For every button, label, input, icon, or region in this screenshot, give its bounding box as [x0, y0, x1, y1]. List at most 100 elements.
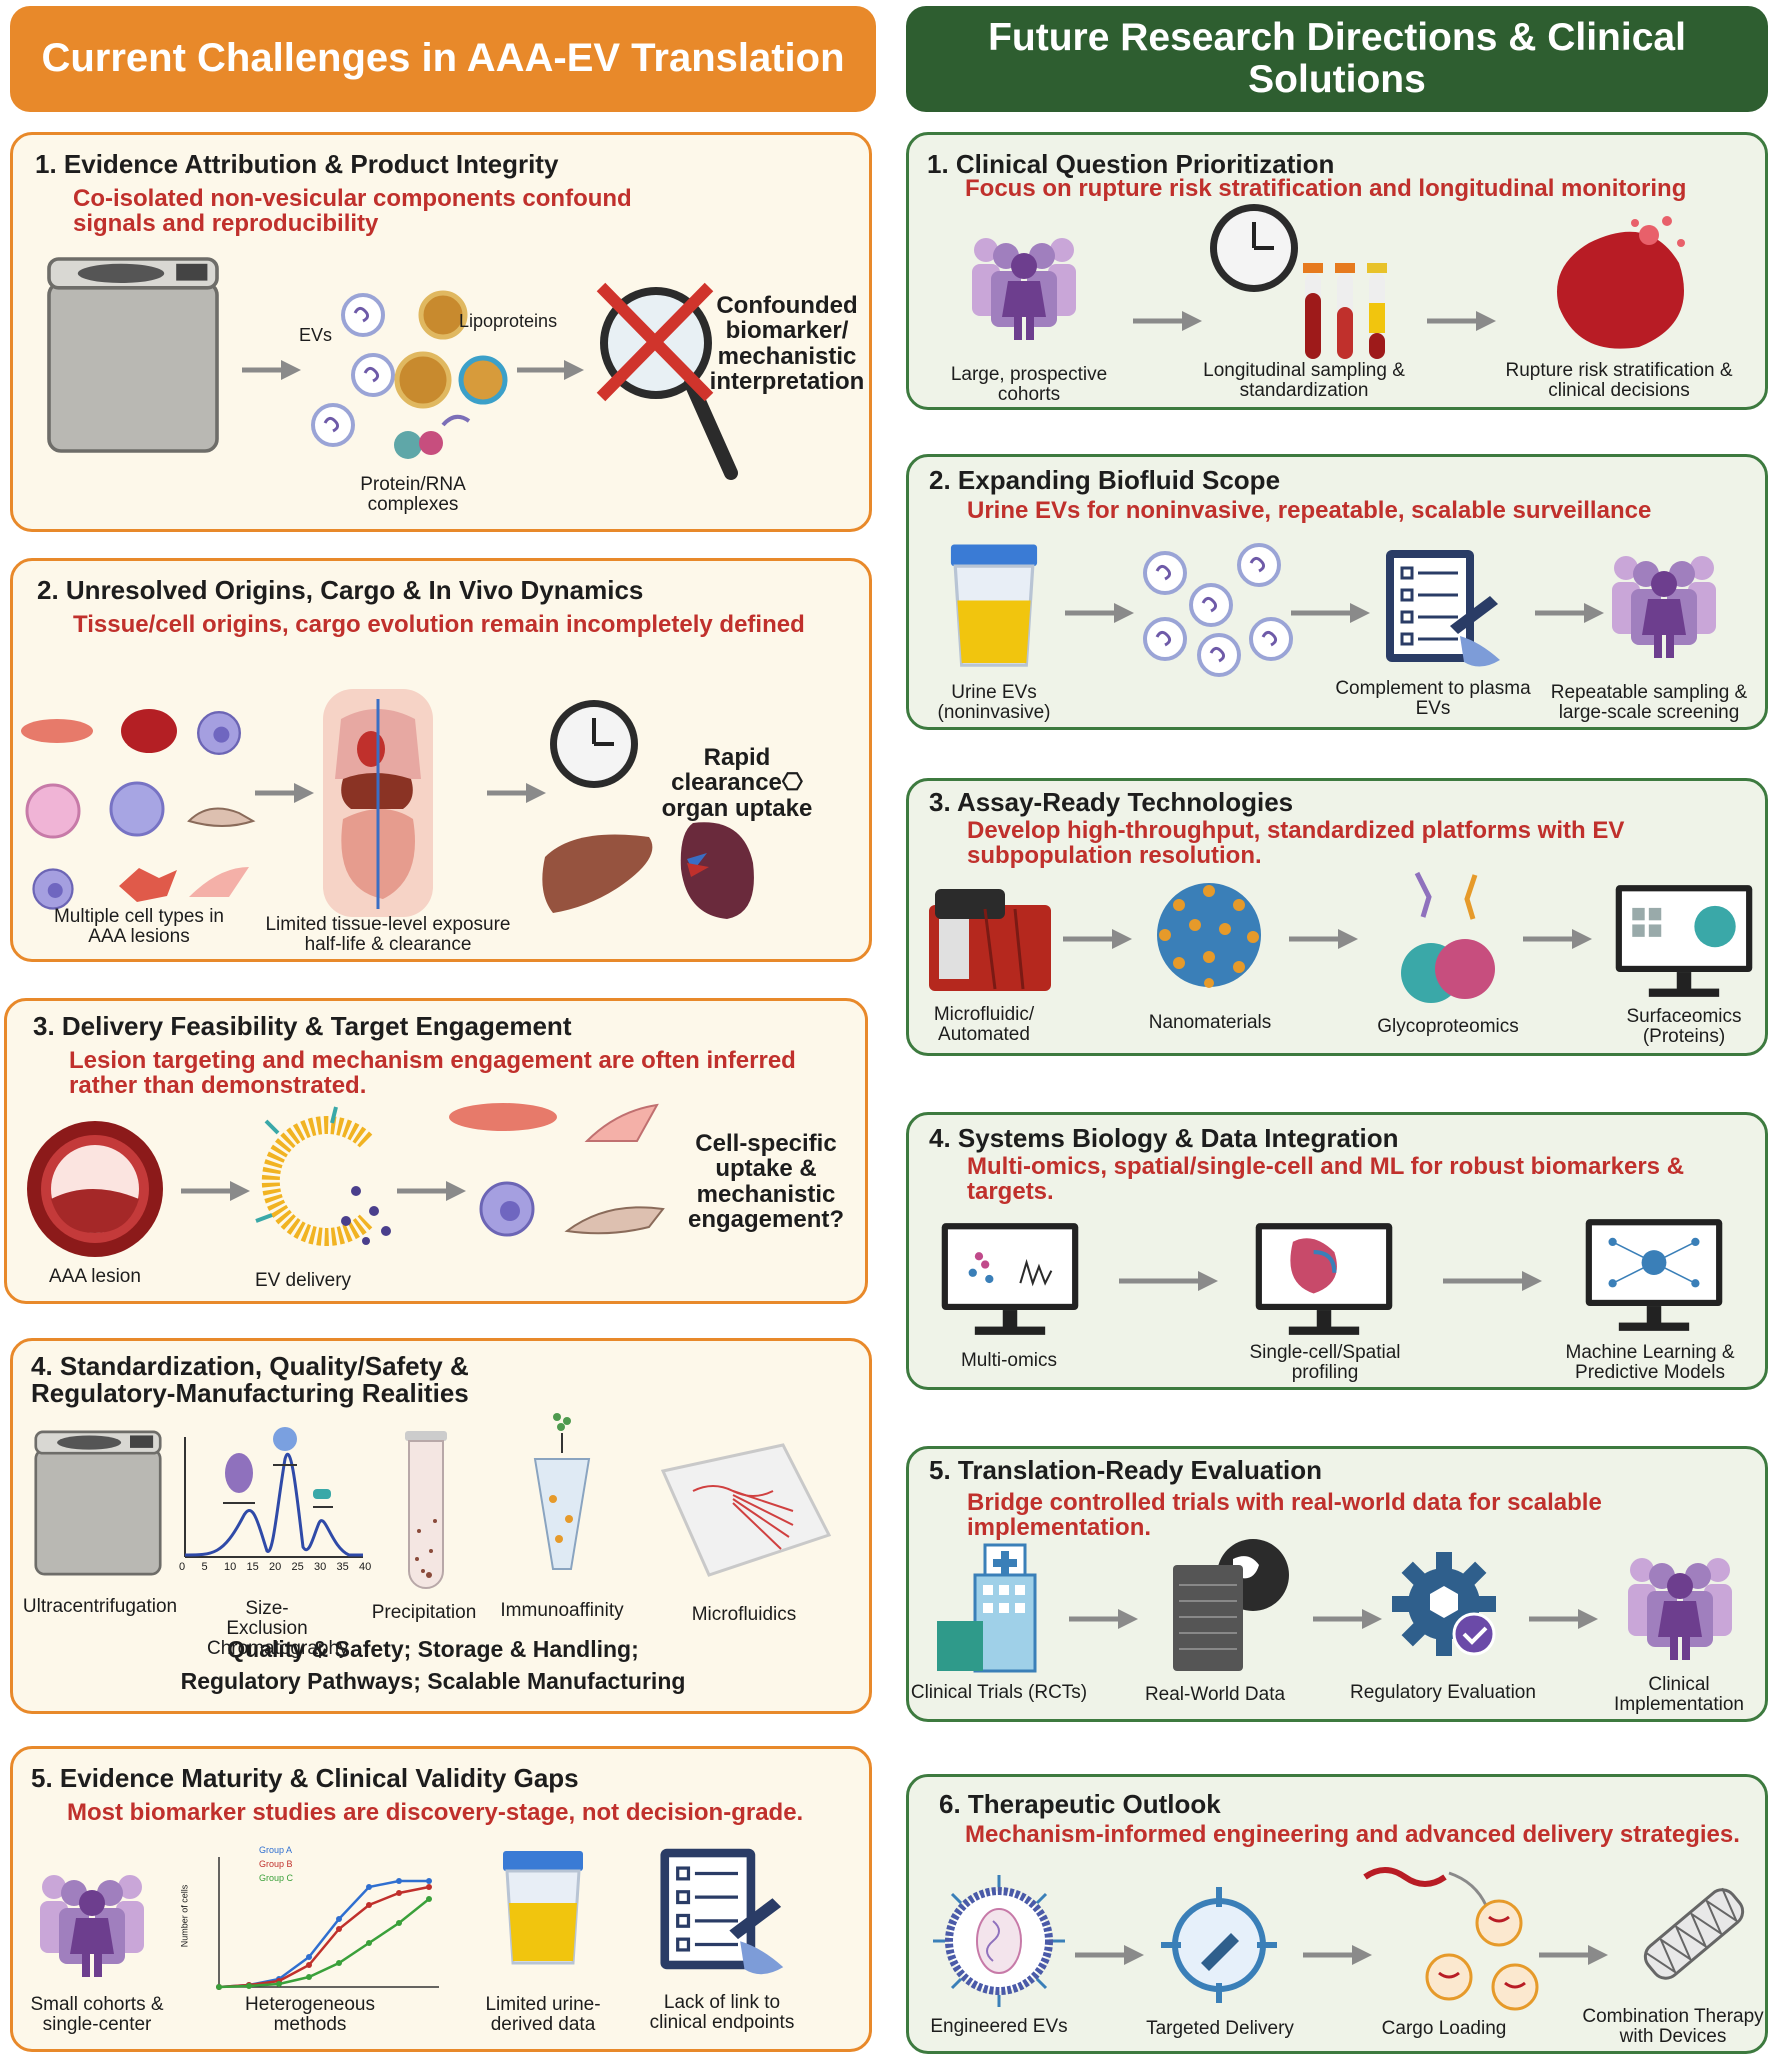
microfluidic-chip-icon [660, 1443, 832, 1577]
label-c: Repeatable sampling & large-scale screen… [1550, 682, 1748, 723]
label-heterogeneous-methods: Heterogeneous methods [245, 1994, 375, 2035]
sec-tick-label: 25 [291, 1561, 304, 1573]
panel-title: 1. Evidence Attribution & Product Integr… [35, 149, 559, 179]
people-group-icon [972, 238, 1076, 340]
footer-line-1: Quality & Safety; Storage & Handling; [227, 1636, 639, 1662]
sec-tick-label: 0 [179, 1561, 186, 1573]
panel-title: 5. Evidence Maturity & Clinical Validity… [31, 1763, 579, 1793]
label-b: Single-cell/Spatial profiling [1249, 1342, 1401, 1383]
spleen-icon [680, 822, 754, 919]
arrow-r4-1 [1119, 1271, 1218, 1291]
mini-chart-point [246, 1983, 252, 1989]
label-immunoaffinity: Immunoaffinity [500, 1600, 624, 1621]
mini-chart-line [218, 1885, 430, 1989]
panel-title: 2. Unresolved Origins, Cargo & In Vivo D… [37, 575, 644, 605]
panel-title: 1. Clinical Question Prioritization [927, 149, 1335, 179]
arrow-r2-1 [1065, 603, 1134, 623]
mini-chart-point [306, 1962, 312, 1968]
hospital-icon [937, 1543, 1037, 1673]
legend-group-c: Group C [259, 1873, 294, 1883]
mini-chart-point [396, 1890, 402, 1896]
label-a: Urine EVs (noninvasive) [937, 682, 1051, 723]
challenge-panel-3: 3. Delivery Feasibility & Target Engagem… [4, 998, 868, 1304]
arrow-r6-3 [1539, 1945, 1608, 1965]
ai-monitor-icon [1585, 1219, 1723, 1331]
arrow-1-1 [242, 360, 301, 380]
mini-chart-line [218, 1898, 430, 1989]
body-organs-icon [323, 689, 433, 917]
arrow-r3-2 [1289, 929, 1358, 949]
clock-icon [1208, 202, 1300, 294]
ev-cluster-icon [1143, 543, 1293, 677]
mini-chart-point [216, 1984, 222, 1990]
vessel-lesion-icon [27, 1121, 163, 1257]
arrow-1-2 [517, 360, 584, 380]
direction-panel-6: 6. Therapeutic Outlook Mechanism-informe… [906, 1774, 1768, 2054]
magnifier-cross-icon [596, 282, 738, 480]
label-ultracentrifugation: Ultracentrifugation [22, 1596, 178, 1617]
spatial-monitor-icon [1255, 1223, 1393, 1335]
label-lack-of-link: Lack of link to clinical endpoints [649, 1992, 795, 2033]
challenge-panel-5: 5. Evidence Maturity & Clinical Validity… [10, 1746, 872, 2052]
panel-subtitle: Focus on rupture risk stratification and… [965, 175, 1687, 202]
label-exposure: Limited tissue-level exposure half-life … [265, 914, 511, 955]
arrow-2-1 [255, 783, 314, 803]
microfluidic-device-icon [929, 889, 1051, 991]
label-d: Combination Therapy with Devices [1582, 2006, 1764, 2047]
right-header-text: Future Research Directions & Clinical So… [988, 15, 1686, 101]
mini-chart-ylabel: Number of cells [179, 1884, 190, 1948]
arrow-r5-1 [1069, 1609, 1138, 1629]
footer-line-2: Regulatory Pathways; Scalable Manufactur… [180, 1668, 686, 1694]
stent-icon [1643, 1887, 1745, 1980]
glycoprotein-icon [1401, 871, 1495, 1003]
label-a: Engineered EVs [930, 2016, 1068, 2037]
label-lipoproteins: Lipoproteins [459, 311, 558, 331]
label-a: Microfluidic/ Automated [933, 1004, 1035, 1045]
result-confounded: Confounded biomarker/ mechanistic interp… [709, 292, 865, 396]
direction-panel-5: 5. Translation-Ready Evaluation Bridge c… [906, 1446, 1768, 1722]
ultracentrifuge-icon [34, 1430, 162, 1576]
mini-chart-point [276, 1981, 282, 1987]
arrow-3-1 [181, 1181, 250, 1201]
left-header-text: Current Challenges in AAA-EV Translation [41, 36, 845, 81]
cargo-loading-icon [1363, 1867, 1539, 2011]
multiomics-monitor-icon [941, 1223, 1079, 1335]
panel-title: 2. Expanding Biofluid Scope [929, 465, 1281, 495]
label-b: Longitudinal sampling & standardization [1203, 360, 1405, 401]
gear-check-icon [1392, 1552, 1496, 1656]
immunoaffinity-tube-icon [533, 1413, 591, 1570]
left-header: Current Challenges in AAA-EV Translation [10, 6, 876, 112]
label-ev-delivery: EV delivery [254, 1270, 352, 1291]
label-b: Targeted Delivery [1146, 2018, 1294, 2039]
urine-cup-icon [501, 1849, 585, 1965]
sec-tick-label: 20 [269, 1561, 282, 1573]
mini-chart-point [396, 1878, 402, 1884]
label-evs: EVs [299, 325, 333, 345]
arrow-r4-2 [1443, 1271, 1542, 1291]
urine-cup-icon [949, 542, 1039, 667]
direction-panel-1: 1. Clinical Question Prioritization Focu… [906, 132, 1768, 410]
mini-chart-point [306, 1954, 312, 1960]
label-b: Nanomaterials [1148, 1012, 1272, 1033]
people-group-icon [1628, 1558, 1732, 1660]
heterogeneous-methods-chart [216, 1857, 439, 1990]
mini-chart-point [366, 1940, 372, 1946]
ev-cluster-icon [311, 290, 508, 459]
lipoprotein-icon [394, 290, 508, 409]
ultracentrifuge-icon [47, 257, 219, 453]
mini-chart-point [396, 1920, 402, 1926]
challenge-panel-4: 4. Standardization, Quality/Safety & Reg… [10, 1338, 872, 1714]
arrow-r2-2 [1291, 603, 1370, 623]
label-c: Regulatory Evaluation [1350, 1682, 1536, 1703]
label-complexes: Protein/RNA complexes [360, 474, 466, 515]
label-a: Multi-omics [960, 1350, 1058, 1371]
panel-title: 6. Therapeutic Outlook [939, 1789, 1221, 1819]
arrow-3-2 [397, 1181, 466, 1201]
arrow-r6-1 [1075, 1945, 1144, 1965]
arrow-r5-2 [1313, 1609, 1382, 1629]
precipitation-tube-icon [405, 1431, 447, 1589]
label-b: Complement to plasma EVs [1335, 678, 1531, 719]
label-limited-urine: Limited urine- derived data [485, 1994, 601, 2035]
direction-panel-4: 4. Systems Biology & Data Integration Mu… [906, 1112, 1768, 1390]
